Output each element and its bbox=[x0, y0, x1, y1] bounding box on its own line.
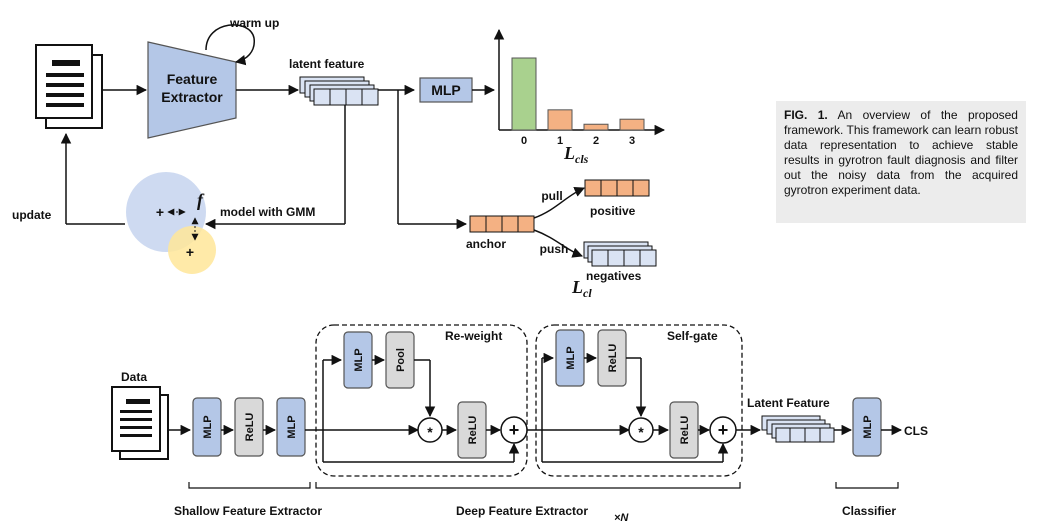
shallow-mlp-2 bbox=[276, 397, 306, 457]
warm-up-label: warm up bbox=[229, 16, 279, 30]
tick-label-2: 2 bbox=[593, 135, 599, 147]
sg-relu-top-label: ReLU bbox=[607, 344, 619, 373]
shallow-bracket bbox=[188, 482, 311, 489]
shallow-extractor-label: Shallow Feature Extractor bbox=[174, 504, 322, 518]
figure-caption: FIG. 1. An overview of the proposed fram… bbox=[776, 101, 1026, 223]
rw-multiply-symbol: * bbox=[427, 424, 433, 440]
feature-extractor-label-2: Extractor bbox=[161, 89, 223, 105]
negatives-label: negatives bbox=[586, 269, 642, 283]
tick-label-1: 1 bbox=[557, 135, 563, 147]
bar-class-3 bbox=[619, 118, 645, 131]
sg-mlp-label: MLP bbox=[565, 346, 577, 369]
feature-extractor-label-1: Feature bbox=[167, 71, 218, 87]
rw-pool-label: Pool bbox=[395, 348, 407, 372]
f-symbol: f bbox=[197, 190, 205, 210]
deep-bracket bbox=[315, 482, 741, 489]
classifier-label: Classifier bbox=[842, 504, 896, 518]
classifier-mlp bbox=[852, 397, 882, 457]
shallow-mlp-2-label: MLP bbox=[286, 415, 298, 438]
bar-class-1 bbox=[547, 109, 573, 131]
document-icon bbox=[35, 44, 103, 129]
data-label: Data bbox=[121, 370, 147, 384]
deep-extractor-label: Deep Feature Extractor bbox=[456, 504, 588, 518]
mlp-box-top bbox=[419, 77, 473, 103]
gmm-center-blue: + bbox=[156, 204, 164, 220]
latent-feature-bottom-stack bbox=[761, 415, 835, 443]
sg-multiply-symbol: * bbox=[638, 424, 644, 440]
l-cl-symbol: Lcl bbox=[571, 277, 592, 300]
reweight-module bbox=[315, 324, 528, 477]
gmm-center-yellow: + bbox=[186, 244, 194, 260]
anchor-label: anchor bbox=[466, 237, 506, 251]
rw-add-symbol: + bbox=[509, 420, 520, 440]
selfgate-label: Self-gate bbox=[667, 329, 718, 343]
sg-relu-label: ReLU bbox=[679, 416, 691, 445]
class-probability-chart: 0 1 2 3 bbox=[493, 28, 666, 147]
data-document-icon bbox=[111, 386, 169, 460]
mlp-top-label: MLP bbox=[431, 82, 461, 98]
negatives-feature-stack bbox=[583, 241, 657, 267]
rw-mlp-label: MLP bbox=[353, 348, 365, 371]
tick-label-3: 3 bbox=[629, 135, 635, 147]
caption-text: An overview of the proposed framework. T… bbox=[784, 108, 1018, 197]
selfgate-module bbox=[535, 324, 743, 477]
feature-extractor-block bbox=[147, 41, 237, 139]
reweight-label: Re-weight bbox=[445, 329, 502, 343]
shallow-mlp-1-label: MLP bbox=[202, 415, 214, 438]
l-cls-symbol: Lcls bbox=[563, 143, 589, 166]
pull-arrow bbox=[533, 187, 585, 219]
classifier-bracket bbox=[835, 482, 899, 489]
shallow-mlp-1 bbox=[192, 397, 222, 457]
classifier-mlp-label: MLP bbox=[862, 415, 874, 438]
positive-label: positive bbox=[590, 204, 636, 218]
latent-feature-label: latent feature bbox=[289, 57, 365, 71]
warm-up-loop-arrow bbox=[205, 24, 255, 66]
model-with-gmm-label: model with GMM bbox=[220, 205, 315, 219]
pull-label: pull bbox=[541, 189, 562, 203]
sg-add-symbol: + bbox=[718, 420, 729, 440]
cls-label: CLS bbox=[904, 424, 928, 438]
latent-feature-bottom-label: Latent Feature bbox=[747, 396, 830, 410]
update-label: update bbox=[12, 208, 52, 222]
caption-label: FIG. 1. bbox=[784, 108, 828, 122]
shallow-relu-label: ReLU bbox=[244, 413, 256, 442]
bar-class-0 bbox=[511, 57, 537, 131]
push-arrow bbox=[533, 229, 583, 258]
rw-relu-label: ReLU bbox=[467, 416, 479, 445]
xn-label: ×N bbox=[614, 512, 629, 524]
push-label: push bbox=[540, 242, 569, 256]
latent-feature-stack bbox=[299, 76, 379, 106]
shallow-relu bbox=[234, 397, 264, 457]
positive-feature bbox=[584, 179, 650, 197]
tick-label-0: 0 bbox=[521, 135, 527, 147]
gmm-component-yellow bbox=[168, 226, 216, 274]
anchor-feature bbox=[469, 215, 535, 233]
bar-class-2 bbox=[583, 123, 609, 131]
